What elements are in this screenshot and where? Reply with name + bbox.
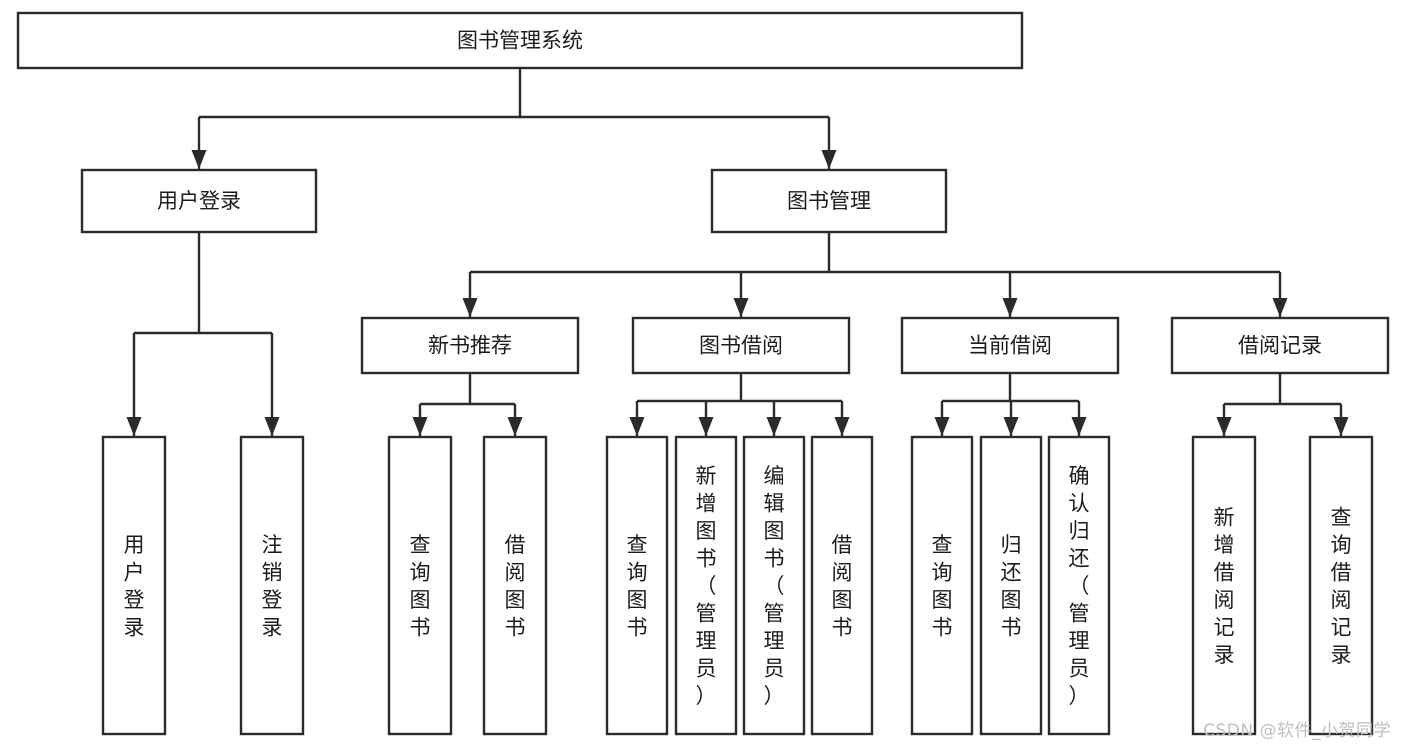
node-label-leaf7: 编辑图书（管理员） (764, 464, 785, 708)
node-newbook[interactable]: 新书推荐 (360, 316, 580, 375)
node-label-leaf4: 借阅图书 (505, 533, 526, 640)
node-box-leaf13[interactable] (1308, 435, 1374, 736)
connector-group-records (1216, 373, 1349, 436)
connector-group-bookmgmt (462, 232, 1288, 317)
node-box-leaf6[interactable] (674, 435, 738, 736)
node-leaf2[interactable]: 注销登录 (239, 435, 305, 736)
node-leaf11[interactable]: 确认归还（管理员） (1047, 435, 1111, 736)
node-label-borrow: 图书借阅 (699, 334, 783, 358)
node-box-root[interactable] (16, 11, 1024, 70)
connector-group-current (934, 373, 1087, 436)
node-label-leaf3: 查询图书 (410, 533, 431, 640)
node-box-leaf5[interactable] (605, 435, 669, 736)
node-label-login: 用户登录 (157, 189, 241, 213)
node-label-leaf2: 注销登录 (262, 533, 283, 640)
node-label-bookmgmt: 图书管理 (787, 189, 871, 213)
node-box-records[interactable] (1170, 316, 1390, 375)
node-leaf5[interactable]: 查询图书 (605, 435, 669, 736)
node-box-leaf2[interactable] (239, 435, 305, 736)
node-box-bookmgmt[interactable] (710, 168, 948, 234)
connector-group-borrow (629, 373, 850, 436)
node-label-leaf10: 归还图书 (1001, 533, 1022, 640)
node-box-newbook[interactable] (360, 316, 580, 375)
node-label-leaf9: 查询图书 (932, 533, 953, 640)
node-box-leaf8[interactable] (810, 435, 874, 736)
node-box-leaf10[interactable] (979, 435, 1043, 736)
connector-group-login (126, 232, 280, 436)
node-label-leaf1: 用户登录 (124, 533, 145, 640)
node-leaf6[interactable]: 新增图书（管理员） (674, 435, 738, 736)
node-layer: 图书管理系统用户登录图书管理新书推荐图书借阅当前借阅借阅记录用户登录注销登录查询… (16, 11, 1390, 736)
node-root[interactable]: 图书管理系统 (16, 11, 1024, 70)
node-leaf12[interactable]: 新增借阅记录 (1191, 435, 1257, 736)
node-label-leaf6: 新增图书（管理员） (696, 464, 717, 708)
node-leaf4[interactable]: 借阅图书 (482, 435, 548, 736)
node-current[interactable]: 当前借阅 (900, 316, 1120, 375)
node-box-leaf4[interactable] (482, 435, 548, 736)
node-leaf7[interactable]: 编辑图书（管理员） (742, 435, 806, 736)
node-label-root: 图书管理系统 (457, 29, 583, 53)
node-records[interactable]: 借阅记录 (1170, 316, 1390, 375)
node-box-leaf12[interactable] (1191, 435, 1257, 736)
watermark-label: CSDN @软件_小贺同学 (1203, 721, 1391, 741)
connector-layer (126, 68, 1349, 436)
node-label-leaf12: 新增借阅记录 (1214, 505, 1235, 667)
node-label-current: 当前借阅 (968, 334, 1052, 358)
node-label-leaf8: 借阅图书 (832, 533, 853, 640)
node-login[interactable]: 用户登录 (80, 168, 318, 234)
node-borrow[interactable]: 图书借阅 (631, 316, 851, 375)
node-leaf10[interactable]: 归还图书 (979, 435, 1043, 736)
node-label-records: 借阅记录 (1238, 334, 1322, 358)
node-box-login[interactable] (80, 168, 318, 234)
node-bookmgmt[interactable]: 图书管理 (710, 168, 948, 234)
node-label-leaf5: 查询图书 (627, 533, 648, 640)
node-box-leaf11[interactable] (1047, 435, 1111, 736)
node-box-leaf7[interactable] (742, 435, 806, 736)
node-label-newbook: 新书推荐 (428, 334, 512, 358)
connector-group-root (191, 68, 837, 169)
node-leaf1[interactable]: 用户登录 (101, 435, 167, 736)
node-label-leaf11: 确认归还（管理员） (1069, 464, 1090, 708)
node-box-leaf9[interactable] (910, 435, 974, 736)
node-box-leaf3[interactable] (387, 435, 453, 736)
connector-group-newbook (412, 373, 523, 436)
node-box-current[interactable] (900, 316, 1120, 375)
node-leaf13[interactable]: 查询借阅记录 (1308, 435, 1374, 736)
node-box-borrow[interactable] (631, 316, 851, 375)
node-box-leaf1[interactable] (101, 435, 167, 736)
node-leaf9[interactable]: 查询图书 (910, 435, 974, 736)
node-label-leaf13: 查询借阅记录 (1331, 505, 1352, 667)
node-leaf8[interactable]: 借阅图书 (810, 435, 874, 736)
node-leaf3[interactable]: 查询图书 (387, 435, 453, 736)
